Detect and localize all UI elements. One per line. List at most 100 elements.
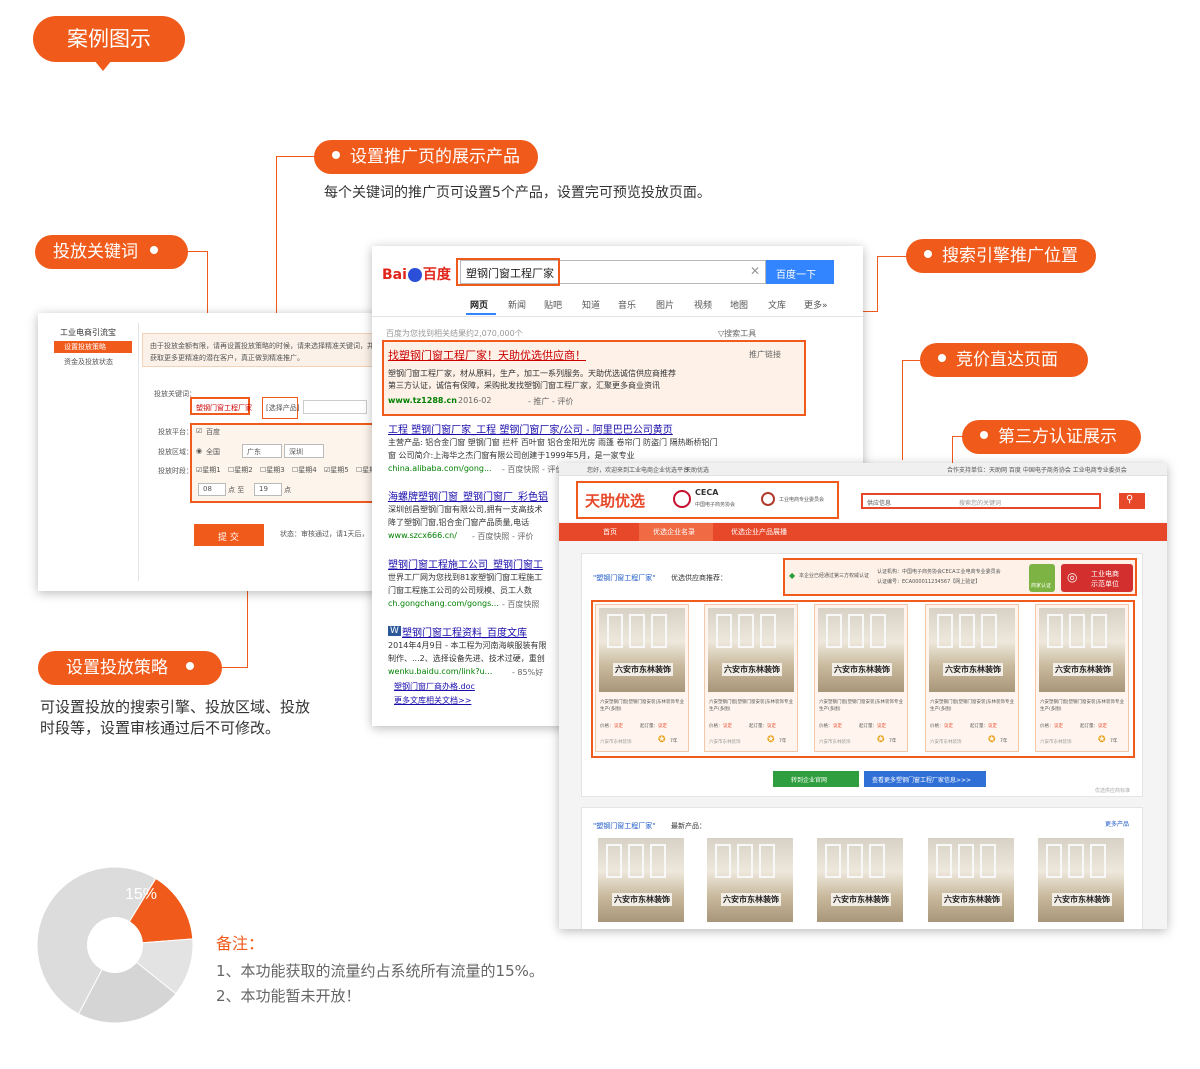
- result-url-3[interactable]: ch.gongchang.com/gongs...: [388, 599, 499, 608]
- result-doc-link[interactable]: 塑钢门窗厂商办格.doc: [394, 682, 475, 691]
- hour-start-select[interactable]: 08: [198, 483, 226, 496]
- tz-search-category[interactable]: 供应信息: [867, 500, 892, 507]
- notes-item-1: 1、本功能获取的流量约占系统所有流量的15%。: [216, 962, 544, 980]
- result-more-link[interactable]: 更多文库相关文档>>: [394, 696, 472, 705]
- weekday-checkbox-2[interactable]: ☐星期2: [228, 466, 253, 474]
- submit-button[interactable]: 提 交: [194, 524, 264, 546]
- nav-active: [639, 523, 713, 541]
- nav-directory[interactable]: 优选企业名录: [653, 528, 695, 536]
- connector-strategy-h: [214, 667, 248, 668]
- product-select[interactable]: [选择产品]: [266, 404, 300, 412]
- window-frame: [847, 844, 863, 878]
- tab-zhidao[interactable]: 知道: [582, 301, 601, 311]
- result-title-2[interactable]: 海螺牌塑钢门窗_塑钢门窗厂_彩色铝: [388, 492, 548, 503]
- weekday-checkbox-4[interactable]: ☐星期4: [292, 466, 317, 474]
- weekday-checkbox-6[interactable]: ☐星期6: [356, 466, 378, 474]
- admin-menu-item-strategy[interactable]: 设置投放策略: [54, 341, 132, 353]
- seller-name: 六安市东林装饰: [709, 740, 741, 745]
- result-meta-3: - 百度快照: [502, 600, 540, 609]
- tab-web[interactable]: 网页: [470, 301, 489, 311]
- time-label: 投放时段：: [158, 467, 193, 475]
- nav-home[interactable]: 首页: [603, 528, 617, 536]
- strategy-highlight: [190, 423, 378, 503]
- window-frame: [1069, 614, 1085, 648]
- brand-watermark: 六安市东林装饰: [721, 893, 781, 906]
- search-tools[interactable]: ▽搜索工具: [718, 329, 757, 338]
- callout-strategy: 设置投放策略: [38, 651, 222, 685]
- window-frame: [738, 614, 754, 648]
- product-card[interactable]: 六安市东林装饰: [814, 835, 908, 929]
- product-card[interactable]: 六安市东林装饰: [925, 835, 1019, 929]
- product-image: 六安市东林装饰: [1038, 838, 1124, 922]
- callout-third-party: 第三方认证展示: [962, 420, 1141, 454]
- product-card[interactable]: 六安市东林装饰六安塑钢门窗|塑钢门窗安装|东林装饰专业生产(多图)价格：议定起订…: [814, 604, 908, 752]
- tz-search-box[interactable]: [861, 493, 1101, 509]
- ad-desc-2: 第三方认证，诚信有保障，采购批发找塑钢门窗工程厂家，汇聚更多商业资讯: [388, 381, 660, 390]
- product-card[interactable]: 六安市东林装饰: [1035, 835, 1129, 929]
- result-url-2[interactable]: www.szcx666.cn/: [388, 531, 457, 540]
- tab-tieba[interactable]: 贴吧: [544, 301, 563, 311]
- product-card[interactable]: 六安市东林装饰: [595, 835, 689, 929]
- hour-end-select[interactable]: 19: [254, 483, 282, 496]
- nav-showcase[interactable]: 优选企业产品展播: [731, 528, 787, 536]
- window-frame: [848, 614, 864, 648]
- weekday-checkbox-1[interactable]: ☑星期1: [196, 466, 221, 474]
- medal-icon: ✪: [988, 735, 996, 745]
- tab-news[interactable]: 新闻: [508, 301, 527, 311]
- seller-name: 六安市东林装饰: [1040, 740, 1072, 745]
- tab-video[interactable]: 视频: [694, 301, 713, 311]
- tab-map[interactable]: 地图: [730, 301, 749, 311]
- header-badge: [33, 16, 185, 62]
- ad-desc-1: 塑钢门窗工程厂家，材从原料，生产，加工一系列服务。天助优选诚信供应商推荐: [388, 369, 676, 378]
- brand-watermark: 六安市东林装饰: [943, 663, 1003, 676]
- platform-checkbox[interactable]: ☑: [196, 427, 203, 435]
- tab-music[interactable]: 音乐: [618, 301, 637, 311]
- medal-icon: ✪: [877, 735, 885, 745]
- admin-keyword-input[interactable]: [303, 400, 367, 414]
- admin-menu-item-funds[interactable]: 资金及投放状态: [64, 358, 113, 366]
- tz-search-input[interactable]: 搜索您的关键词: [959, 500, 1002, 507]
- product-card[interactable]: 六安市东林装饰: [704, 835, 798, 929]
- window-frame: [869, 844, 885, 878]
- keyword-value[interactable]: 塑钢门窗工程厂家: [196, 404, 252, 412]
- price-value: 议定: [1054, 724, 1063, 729]
- more-products-link[interactable]: 更多产品: [1105, 821, 1130, 828]
- product-card[interactable]: 六安市东林装饰六安塑钢门窗|塑钢门窗安装|东林装饰专业生产(多图)价格：议定起订…: [704, 604, 798, 752]
- result-url-4[interactable]: wenku.baidu.com/link?u...: [388, 667, 493, 676]
- product-card[interactable]: 六安市东林装饰六安塑钢门窗|塑钢门窗安装|东林装饰专业生产(多图)价格：议定起订…: [595, 604, 689, 752]
- brand-watermark: 六安市东林装饰: [942, 893, 1002, 906]
- more-info-button[interactable]: 查看更多塑钢门窗工程厂家信息>>>: [864, 771, 986, 787]
- ad-url[interactable]: www.tz1288.cn: [388, 396, 457, 405]
- city-select[interactable]: 深圳: [284, 444, 324, 458]
- region-radio[interactable]: ◉: [196, 447, 203, 455]
- clear-icon[interactable]: ✕: [750, 264, 761, 278]
- tab-wenku[interactable]: 文库: [768, 301, 787, 311]
- product-card[interactable]: 六安市东林装饰六安塑钢门窗|塑钢门窗安装|东林装饰专业生产(多图)价格：议定起订…: [1035, 604, 1129, 752]
- result-title-4[interactable]: 塑钢门窗工程资料_百度文库: [402, 628, 527, 639]
- product-image: 六安市东林装饰: [817, 838, 903, 922]
- tab-more[interactable]: 更多»: [804, 301, 828, 311]
- seller-name: 六安市东林装饰: [600, 740, 632, 745]
- province-select[interactable]: 广东: [242, 444, 282, 458]
- result-title-1[interactable]: 工程 塑钢门窗厂家_工程 塑钢门窗厂家/公司 - 阿里巴巴公司黄页: [388, 425, 673, 436]
- product-card[interactable]: 六安市东林装饰六安塑钢门窗|塑钢门窗安装|东林装饰专业生产(多图)价格：议定起订…: [925, 604, 1019, 752]
- official-site-button[interactable]: 转到企业官网: [773, 771, 859, 787]
- tab-images[interactable]: 图片: [656, 301, 675, 311]
- weekday-checkbox-5[interactable]: ☑星期5: [324, 466, 349, 474]
- baidu-search-button[interactable]: 百度一下: [766, 260, 834, 284]
- window-frame: [715, 844, 731, 878]
- result-title-3[interactable]: 塑钢门窗工程施工公司_塑钢门窗工: [388, 560, 543, 571]
- callout-search-position: 搜索引擎推广位置: [906, 239, 1096, 273]
- brand-watermark: 六安市东林装饰: [832, 663, 892, 676]
- result-url-1[interactable]: china.alibaba.com/gong...: [388, 464, 492, 473]
- callout-product: 设置推广页的展示产品: [314, 140, 538, 174]
- result-meta-1: - 百度快照 - 评价: [502, 465, 564, 474]
- weekday-checkbox-3[interactable]: ☐星期3: [260, 466, 285, 474]
- price-value: 议定: [614, 724, 623, 729]
- baidu-search-input[interactable]: [460, 260, 766, 284]
- callout-strategy-desc-1: 可设置投放的搜索引擎、投放区域、投放: [40, 698, 311, 716]
- ceca-label: CECA: [695, 488, 719, 497]
- ad-title[interactable]: 找塑钢门窗工程厂家！天助优选供应商！: [388, 349, 586, 362]
- tz-search-button[interactable]: ⚲: [1119, 493, 1145, 509]
